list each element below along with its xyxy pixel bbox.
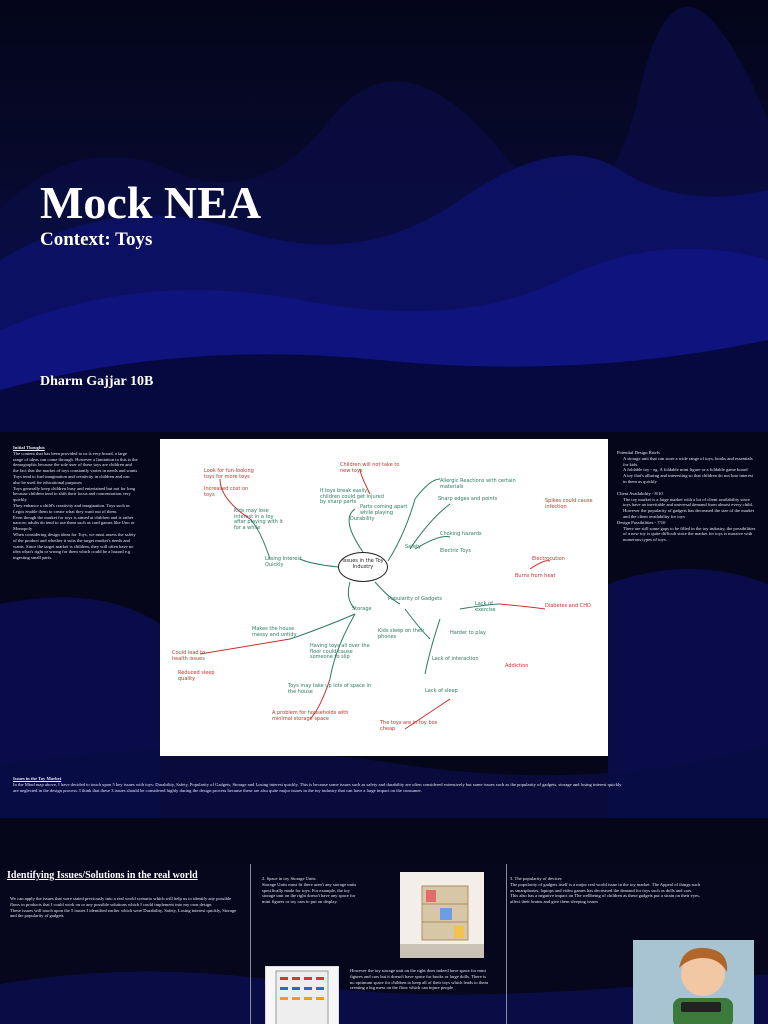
- paragraph: Toys generally keep children busy and en…: [13, 486, 138, 503]
- branch-losing-interest: Losing Interest Quickly: [265, 557, 305, 568]
- mind-map-note: Makes the house messy and untidy: [252, 627, 297, 638]
- paragraph: We can apply the issues that were stated…: [10, 896, 240, 908]
- mind-map-image: Issues in the Toy Industry Durability Sa…: [160, 439, 608, 756]
- paragraph: Even though the market for toys is aimed…: [13, 515, 138, 532]
- mind-map-center: Issues in the Toy Industry: [338, 552, 388, 582]
- initial-thoughts-column: Initial Thoughts The content that has be…: [13, 445, 138, 561]
- devices-column: 3. The popularity of devices The popular…: [510, 876, 700, 905]
- mind-map-note: Electrocution: [532, 557, 582, 563]
- paragraph: When considering design ideas for Toys, …: [13, 532, 138, 561]
- mind-map-note: Toys may take up lots of space in the ho…: [288, 684, 373, 695]
- storage-column: 2. Space in toy Storage Units Storage Un…: [262, 876, 362, 905]
- mind-map-note: Parts coming apart while playing: [360, 505, 415, 516]
- mind-map-note: Choking hazards: [440, 532, 500, 538]
- toy-storage-unit-photo: [400, 872, 484, 958]
- column-divider: [506, 864, 507, 1024]
- column-divider: [250, 864, 251, 1024]
- right-item: The toy market is a large market with a …: [617, 497, 757, 520]
- mind-map-note: Spikes could cause infection: [545, 499, 595, 510]
- mind-map-note: Look for fun-looking toys for more toys: [204, 469, 254, 480]
- right-item: A toy that's alluring and interesting so…: [617, 473, 757, 485]
- mind-map-note: Lack of exercise: [475, 602, 515, 613]
- mind-map-note: Lack of interaction: [432, 657, 482, 663]
- intro-column: We can apply the issues that were stated…: [10, 896, 240, 919]
- paragraph: Toys tend to fuel imagination and creati…: [13, 474, 138, 486]
- mind-map-note: Increased cost on toys: [204, 487, 254, 498]
- mind-map-note: Electric Toys: [440, 549, 500, 555]
- mind-map-note: Children will not take to new toys: [340, 463, 400, 474]
- issues-summary: Issues in the Toy Market In the Mind map…: [13, 776, 623, 793]
- mind-map-note: Reduced sleep quality: [178, 671, 228, 682]
- child-with-phone-photo: [633, 940, 754, 1024]
- mind-map-note: Harder to play: [450, 631, 490, 637]
- branch-popularity: Popularity of Gadgets: [388, 597, 458, 603]
- mind-map-note: A problem for households with minimal st…: [272, 711, 357, 722]
- mind-map-note: The toys are in toy box cheap: [380, 721, 440, 732]
- storage-column-continued: However the toy storage unit on the righ…: [350, 968, 490, 991]
- right-item: There are still some gaps to be filled i…: [617, 526, 757, 543]
- paragraph: However the toy storage unit on the righ…: [350, 968, 490, 991]
- paragraph: Storage Units must fit there aren't any …: [262, 882, 362, 905]
- mind-map-note: Burns from heat: [515, 574, 575, 580]
- section-title: Identifying Issues/Solutions in the real…: [7, 870, 198, 881]
- paragraph: The content that has been provided to us…: [13, 451, 138, 474]
- mind-map-note: Kids sleep on their phones: [378, 629, 438, 640]
- display-case-icon: [266, 967, 338, 1024]
- branch-storage: Storage: [352, 607, 372, 613]
- mind-map-note: Allergic Reactions with certain material…: [440, 479, 530, 490]
- paragraph: The popularity of gadgets itself is a ma…: [510, 882, 700, 905]
- slide-subtitle: Context: Toys: [40, 229, 152, 251]
- toy-car-display-photo: [265, 966, 339, 1024]
- author-name: Dharm Gajjar 10B: [40, 374, 153, 390]
- mind-map-note: Addiction: [505, 664, 575, 670]
- paragraph: These issues will touch upon the 5 issue…: [10, 908, 240, 920]
- mind-map-note: Sharp edges and points: [438, 497, 508, 503]
- mind-map-note: Lack of sleep: [425, 689, 490, 695]
- title-slide: Mock NEA Context: Toys Dharm Gajjar 10B: [0, 0, 768, 432]
- real-world-issues-slide: Identifying Issues/Solutions in the real…: [0, 864, 768, 1024]
- branch-durability: Durability: [350, 517, 374, 523]
- child-icon: [633, 940, 754, 1024]
- branch-safety: Safety: [405, 545, 421, 551]
- mind-map-note: Could lead to health issues: [172, 651, 217, 662]
- right-item: A storage unit that can store a wide ran…: [617, 456, 757, 468]
- slide-title: Mock NEA: [40, 176, 261, 229]
- mind-map-note: Kids may lose interest in a toy after pl…: [234, 509, 284, 531]
- paragraph: They enhance a child's creativity and im…: [13, 503, 138, 515]
- design-briefs-column: Potential Design Briefs A storage unit t…: [617, 450, 757, 543]
- initial-thoughts-slide: Initial Thoughts The content that has be…: [0, 434, 768, 818]
- shelf-icon: [400, 872, 484, 958]
- issues-paragraph: In the Mind map above, I have decided to…: [13, 782, 623, 794]
- mind-map-note: Having toys all over the floor could cau…: [310, 644, 375, 661]
- mind-map-note: Diabetes and CHD: [545, 604, 595, 610]
